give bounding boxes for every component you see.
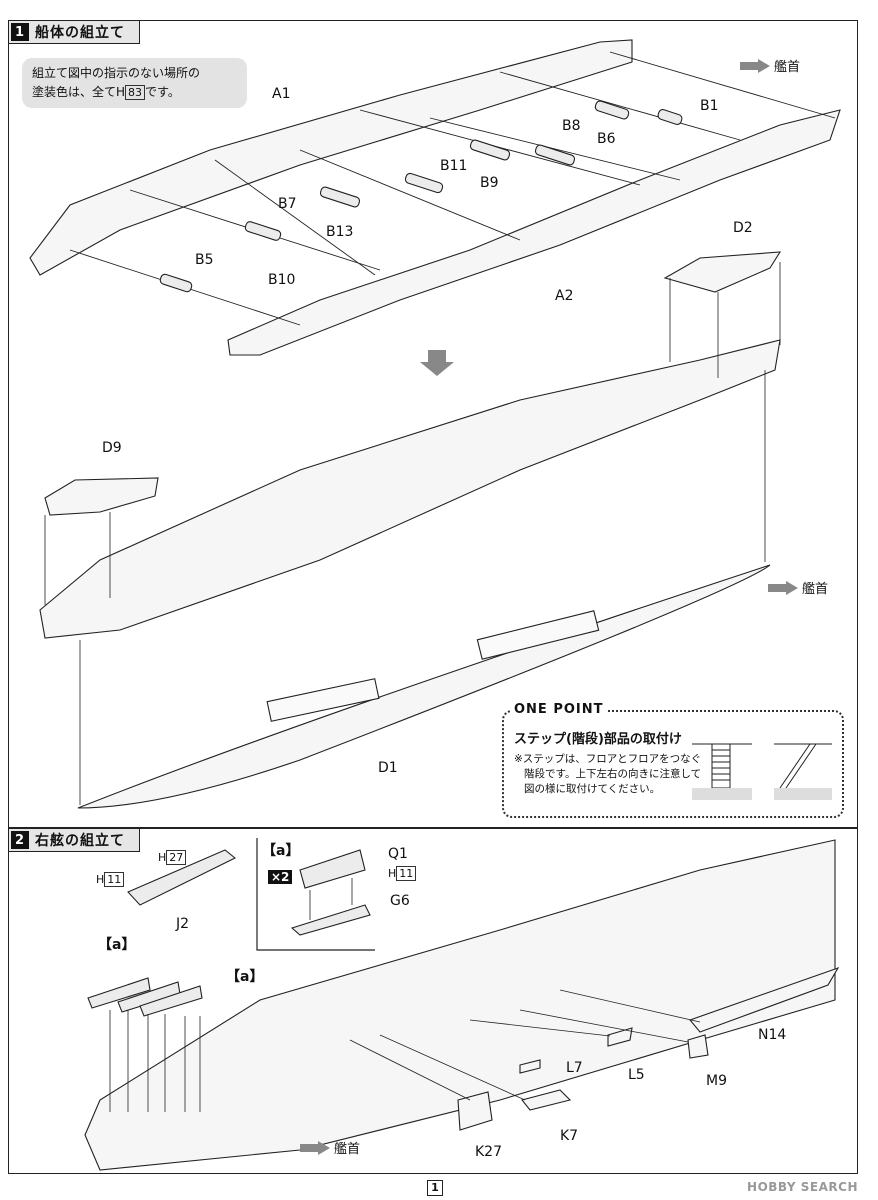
- bow-arrow-icon: [740, 58, 770, 73]
- part-d2: [663, 251, 782, 293]
- d1-well-1: [266, 678, 380, 722]
- step2-title: 右舷の組立て: [35, 833, 125, 849]
- label-j2: J2: [176, 916, 190, 932]
- step2-frame: [8, 828, 858, 1174]
- boat-a3: [139, 985, 203, 1017]
- step1-number: 1: [11, 23, 29, 41]
- label-l7: L7: [566, 1060, 583, 1076]
- step1-title: 船体の組立て: [35, 25, 125, 41]
- label-d2: D2: [733, 220, 753, 236]
- step1-header: 1 船体の組立て: [9, 21, 140, 44]
- boat-a1: [87, 977, 151, 1009]
- boat-g6: [290, 904, 371, 936]
- inset-a-bracket: [256, 838, 375, 951]
- part-m9: [687, 1034, 709, 1059]
- label-b10: B10: [268, 272, 296, 288]
- bow-indicator-2: 艦首: [768, 578, 828, 597]
- label-a2: A2: [555, 288, 574, 304]
- hull-a2-outline: [227, 109, 841, 356]
- label-l5: L5: [628, 1067, 645, 1083]
- a-label-left: 【a】: [98, 937, 136, 953]
- one-point-title: ONE POINT: [510, 702, 608, 717]
- bow-indicator-3: 艦首: [300, 1138, 360, 1157]
- label-b5: B5: [195, 252, 214, 268]
- part-d9: [44, 477, 159, 516]
- step2-header: 2 右舷の組立て: [9, 829, 140, 852]
- hull-assembled: [39, 339, 781, 639]
- label-m9: M9: [706, 1073, 727, 1089]
- a-label-right: 【a】: [226, 969, 264, 985]
- beam-b7: [244, 221, 282, 241]
- beam-b5: [159, 273, 193, 293]
- one-point-body: ※ステップは、フロアとフロアをつなぐ 階段です。上下左右の向きに注意して 図の様…: [514, 753, 702, 795]
- part-l5: [607, 1027, 633, 1047]
- label-b1: B1: [700, 98, 719, 114]
- step2-number: 2: [11, 831, 29, 849]
- label-b9: B9: [480, 175, 499, 191]
- bow-arrow-icon: [768, 580, 798, 595]
- boat-q1: [299, 849, 366, 889]
- step1-frame: [8, 20, 858, 828]
- stairs-diagram: [692, 743, 832, 800]
- part-k27: [457, 1091, 493, 1131]
- part-n14: [689, 966, 840, 1033]
- label-b8: B8: [562, 118, 581, 134]
- beam-b13: [319, 186, 361, 208]
- beam-b11: [404, 172, 444, 194]
- paint-note-line1: 組立て図中の指示のない場所の: [32, 66, 201, 80]
- page-number: 1: [427, 1180, 443, 1196]
- hull-starboard: [84, 839, 836, 1171]
- bow-indicator-1: 艦首: [740, 56, 800, 75]
- label-d9: D9: [102, 440, 122, 456]
- watermark: HOBBY SEARCH: [747, 1180, 858, 1194]
- label-k7: K7: [560, 1128, 579, 1144]
- label-g6: G6: [390, 893, 410, 909]
- paint-code-83: 83: [125, 85, 146, 100]
- label-b6: B6: [597, 131, 616, 147]
- label-b13: B13: [326, 224, 354, 240]
- d1-well-2: [476, 610, 600, 660]
- beam-b1: [657, 109, 683, 125]
- bow-arrow-icon: [300, 1140, 330, 1155]
- beam-b8: [534, 144, 576, 166]
- label-n14: N14: [758, 1027, 787, 1043]
- down-arrow: [420, 350, 454, 376]
- one-point-subtitle: ステップ(階段)部品の取付け: [514, 732, 682, 747]
- part-k7: [521, 1089, 572, 1111]
- label-k27: K27: [475, 1144, 502, 1160]
- label-b11: B11: [440, 158, 468, 174]
- inset-a-label: 【a】: [262, 843, 300, 859]
- label-q1: Q1: [388, 846, 408, 862]
- boat-h27: [127, 849, 237, 906]
- label-b7: B7: [278, 196, 297, 212]
- part-l7: [519, 1059, 541, 1074]
- label-a1: A1: [272, 86, 291, 102]
- hull-a1-outline: [29, 39, 633, 276]
- one-point-box: ONE POINT ステップ(階段)部品の取付け ※ステップは、フロアとフロアを…: [502, 702, 844, 818]
- multiplier-badge: ×2: [268, 870, 293, 884]
- label-d1: D1: [378, 760, 398, 776]
- beam-b9: [469, 139, 511, 161]
- beam-b6: [594, 100, 630, 120]
